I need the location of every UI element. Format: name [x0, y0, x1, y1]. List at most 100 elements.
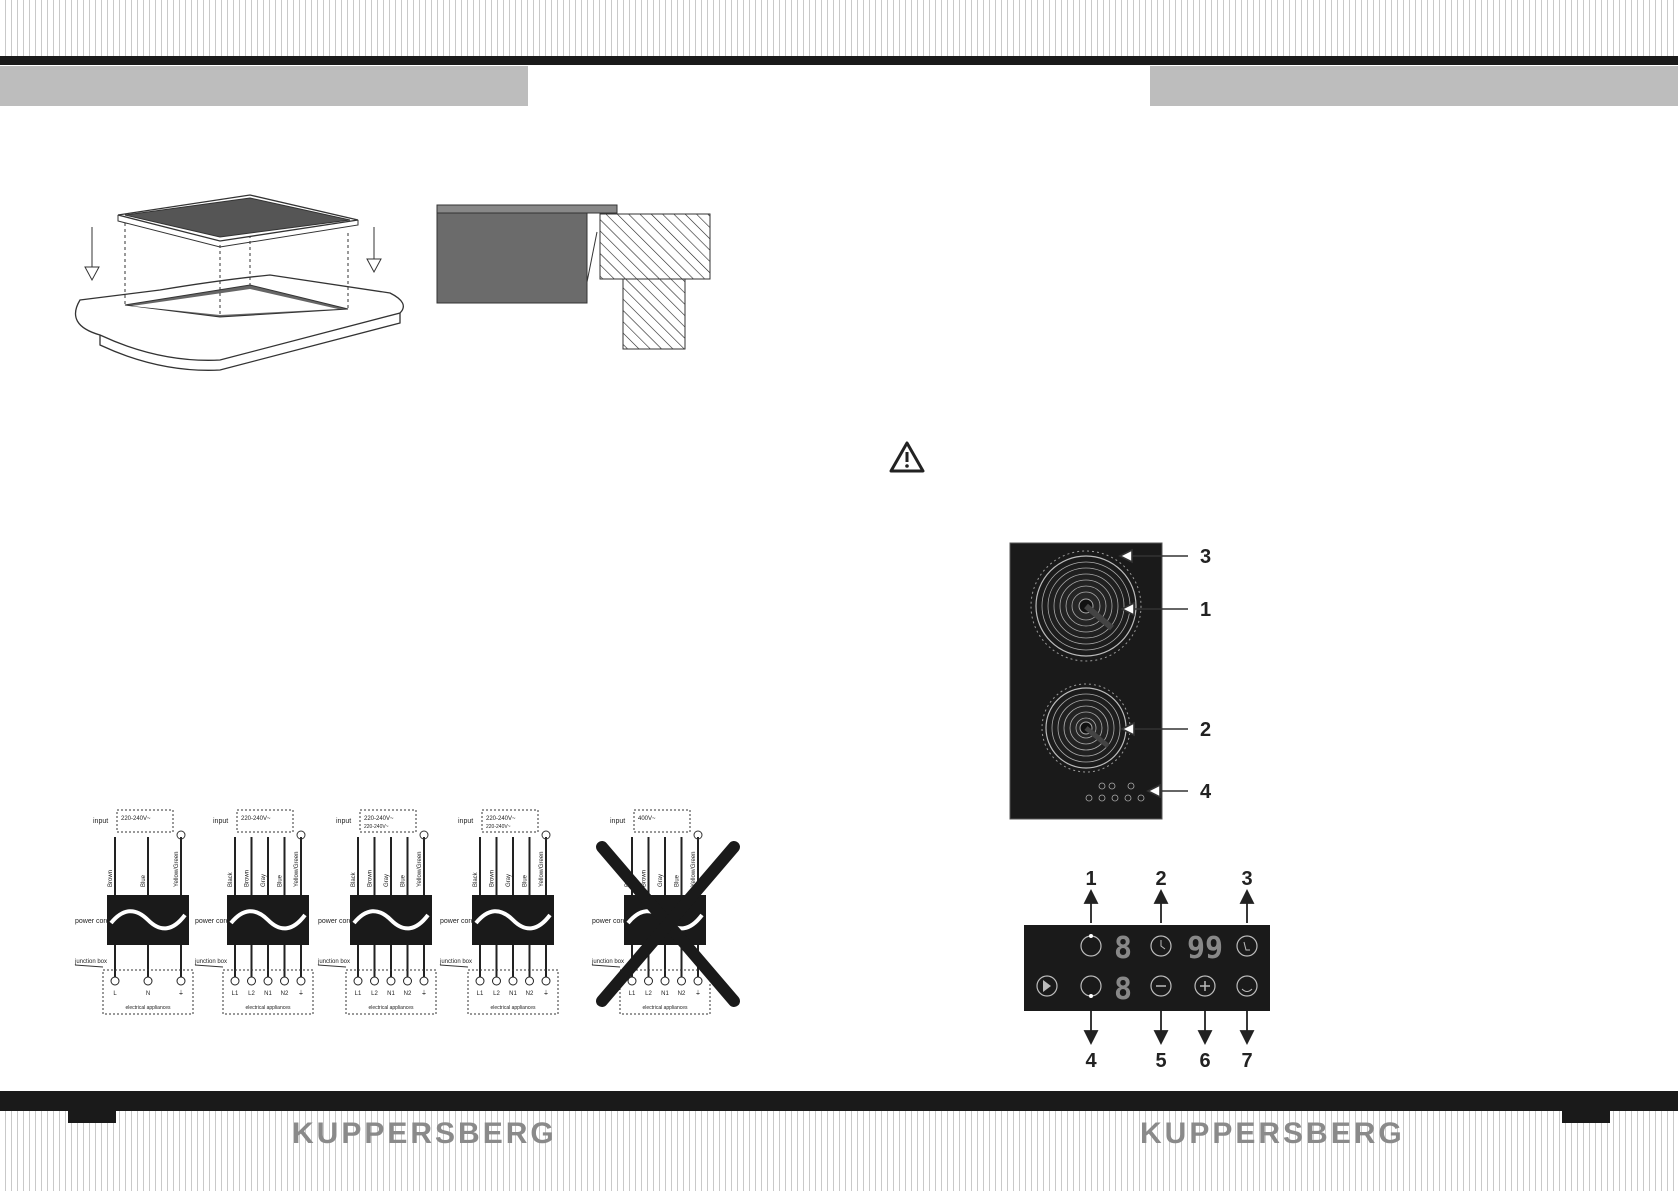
hob-callout-2: 2 — [1200, 719, 1211, 741]
cross-mark — [596, 841, 740, 1007]
wiring-terminal-label: ⏚ — [298, 990, 304, 997]
wiring-terminal-label: L1 — [629, 991, 636, 997]
wiring-wire-label: Black — [473, 871, 479, 887]
wiring-terminal-label: N2 — [526, 991, 534, 997]
wiring-junction-box-label: junction box — [591, 959, 624, 965]
wiring-wire-label: Yellow/Green — [174, 852, 180, 887]
wiring-junction-box-label: junction box — [74, 959, 107, 965]
wiring-wire-label: Blue — [401, 874, 407, 887]
wiring-voltage-label: 220-240V~ — [241, 816, 271, 822]
hob-callout-1: 1 — [1200, 599, 1211, 621]
footer-bar — [0, 1091, 1678, 1111]
wiring-wire-label: Blue — [523, 874, 529, 887]
wiring-input-label: input — [93, 818, 108, 825]
wiring-diagram-5: input400V~BlackBrownGrayBlueYellow/Green… — [591, 809, 740, 1015]
wiring-wire-label: Gray — [261, 874, 267, 887]
wiring-terminal-label: N1 — [661, 991, 669, 997]
wiring-wire-label: Blue — [278, 874, 284, 887]
wiring-terminal-label: N2 — [281, 991, 289, 997]
panel-callout-1: 1 — [1085, 868, 1096, 890]
wiring-appliances-label: electrical appliances — [642, 1005, 688, 1011]
footer-tab-left — [68, 1111, 116, 1123]
wiring-diagram-3: input 220-240V~ 220-240V~ Black Brown Gray Blu… — [317, 809, 437, 1015]
wiring-voltage-label: 220-240V~ — [364, 816, 394, 822]
wiring-power-cord-label: power cord — [195, 918, 230, 925]
wiring-input-label: input — [610, 818, 625, 825]
wiring-wire-label: Brown — [490, 870, 496, 887]
wiring-input-label: input — [213, 818, 228, 825]
wiring-junction-box-label: junction box — [439, 959, 472, 965]
brand-right: KUPPERSBERG — [1140, 1117, 1405, 1150]
wiring-wire-label: Gray — [506, 874, 512, 887]
wiring-terminal-label: ⏚ — [178, 990, 184, 997]
brand-left: KUPPERSBERG — [292, 1117, 557, 1150]
panel-callout-6: 6 — [1199, 1050, 1210, 1072]
footer-stripe — [0, 1111, 1678, 1191]
wiring-voltage-label: 220-240V~ — [121, 816, 151, 822]
wiring-voltage-label: 400V~ — [638, 816, 656, 822]
wiring-wire-label: Brown — [245, 870, 251, 887]
wiring-terminal-label: N1 — [509, 991, 517, 997]
wiring-terminal-label: N1 — [387, 991, 395, 997]
wiring-wire-label: Yellow/Green — [691, 852, 697, 887]
wiring-input-label: input — [458, 818, 473, 825]
wiring-power-cord-label: power cord — [440, 918, 475, 925]
wiring-terminal-label: L2 — [645, 991, 652, 997]
wiring-wire-label: Black — [228, 871, 234, 887]
wiring-terminal-label: ⏚ — [543, 990, 549, 997]
control-panel-diagram: 8 8 99 1 2 3 4 5 6 7 — [1024, 868, 1270, 1072]
panel-callout-3: 3 — [1241, 868, 1252, 890]
footer-tab-right — [1562, 1111, 1610, 1123]
header-tab-left — [0, 66, 528, 106]
wiring-terminal-label: L1 — [355, 991, 362, 997]
panel-callout-2: 2 — [1155, 868, 1166, 890]
wiring-appliances-label: electrical appliances — [125, 1005, 171, 1011]
wiring-wire-label: Gray — [658, 874, 664, 887]
wiring-appliances-label: electrical appliances — [368, 1005, 414, 1011]
panel-callout-7: 7 — [1241, 1050, 1252, 1072]
wiring-wire-label: Yellow/Green — [417, 852, 423, 887]
wiring-terminal-label: N — [146, 991, 150, 997]
wiring-wire-label: Blue — [675, 874, 681, 887]
header-tab-right — [1150, 66, 1678, 106]
hob-top-view: 3 1 2 4 — [1009, 542, 1212, 820]
hob-cross-section-illustration — [436, 204, 711, 350]
header-bar — [0, 56, 1678, 65]
wiring-terminal-label: N2 — [678, 991, 686, 997]
wiring-junction-box-label: junction box — [317, 959, 350, 965]
wiring-wire-label: Yellow/Green — [539, 852, 545, 887]
wiring-wire-label: Blue — [141, 874, 147, 887]
wiring-junction-box-label: junction box — [194, 959, 227, 965]
hob-callout-4: 4 — [1200, 781, 1212, 803]
wiring-terminal-label: L2 — [371, 991, 378, 997]
warning-icon — [889, 441, 925, 473]
wiring-power-cord-label: power cord — [75, 918, 110, 925]
wiring-diagram-2: input 220-240V~ Black Brown Gray Blue Yellow/G… — [194, 809, 314, 1015]
wiring-voltage-label-2: 220-240V~ — [364, 824, 389, 830]
wiring-wire-label: Yellow/Green — [294, 852, 300, 887]
wiring-diagram-1: input 220-240V~ Brown Blue Yellow/Green power… — [74, 809, 194, 1015]
wiring-terminal-label: L2 — [493, 991, 500, 997]
wiring-terminal-label: L1 — [232, 991, 239, 997]
wiring-terminal-label: L1 — [477, 991, 484, 997]
wiring-voltage-label: 220-240V~ — [486, 816, 516, 822]
wiring-wire-label: Brown — [642, 870, 648, 887]
wiring-terminal-label: L2 — [248, 991, 255, 997]
wiring-power-cord-label: power cord — [318, 918, 353, 925]
wiring-terminal-label: N1 — [264, 991, 272, 997]
wiring-wire-label: Gray — [384, 874, 390, 887]
wiring-appliances-label: electrical appliances — [245, 1005, 291, 1011]
wiring-terminal-label: N2 — [404, 991, 412, 997]
wiring-input-label: input — [336, 818, 351, 825]
wiring-appliances-label: electrical appliances — [490, 1005, 536, 1011]
timer-display: 99 — [1187, 931, 1223, 966]
wiring-wire-label: Brown — [108, 870, 114, 887]
wiring-terminal-label: L — [113, 991, 117, 997]
power-level-display-bottom: 8 — [1114, 972, 1132, 1007]
wiring-terminal-label: ⏚ — [421, 990, 427, 997]
hob-installation-illustration — [74, 194, 404, 371]
panel-callout-5: 5 — [1155, 1050, 1166, 1072]
wiring-wire-label: Brown — [368, 870, 374, 887]
wiring-wire-label: Black — [351, 871, 357, 887]
